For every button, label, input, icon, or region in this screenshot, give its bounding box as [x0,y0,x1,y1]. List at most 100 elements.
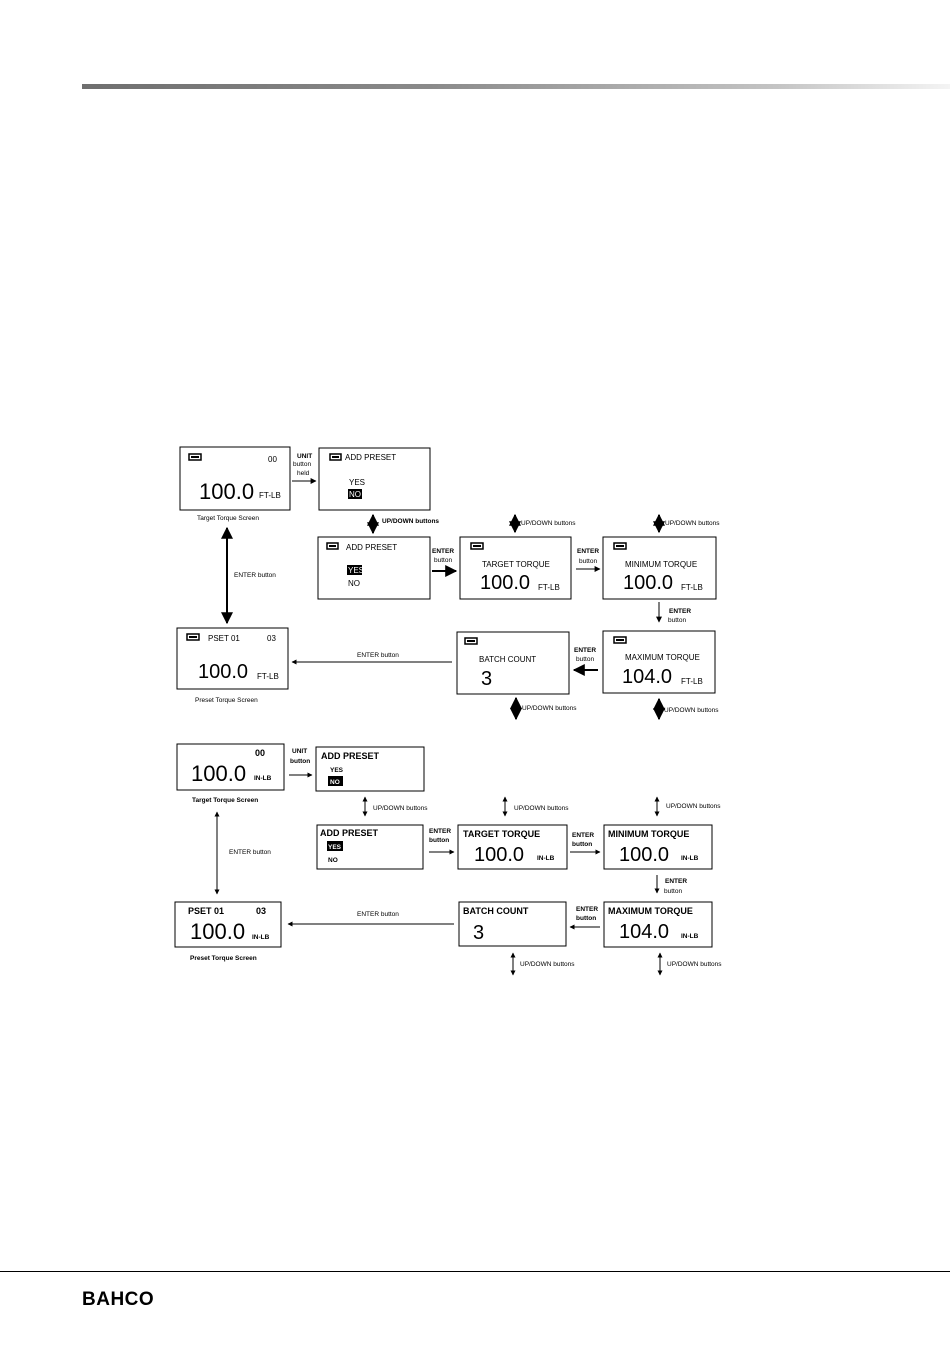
d1-tt-unit: FT-LB [538,583,560,592]
d2-updown-4: UP/DOWN buttons [667,961,722,968]
d2-batch-value: 3 [473,922,484,944]
d1-unit-label-2: button [293,461,311,468]
d1-updown-5: UP/DOWN buttons [522,705,577,712]
d2-enter1-b: button [429,837,449,844]
d1-min-value: 100.0 [623,572,673,594]
d1-add-preset-no-screen: ADD PRESET YES NO [318,447,431,511]
d1-enter4-b: button [576,656,594,663]
d2-add-yes-no: NO [328,857,338,864]
d1-preset-caption: Preset Torque Screen [195,697,258,704]
d2-enter-vert: ENTER button [229,849,271,856]
d2-enter4-b: button [576,915,596,922]
d2-target-caption: Target Torque Screen [192,797,258,804]
d2-updown-2: UP/DOWN buttons [514,805,569,812]
d1-preset-name: PSET 01 [208,634,240,643]
d2-max-unit: IN-LB [681,933,699,940]
d2-target-value: 100.0 [191,761,246,786]
d1-add-yes-yes: YES [348,566,364,575]
d2-target-counter: 00 [255,748,265,758]
d2-target-unit: IN-LB [254,775,272,782]
d2-batch-count-screen: BATCH COUNT 3 [458,901,567,947]
d1-add-no-no: NO [349,490,361,499]
d1-unit-label-1: UNIT [297,453,312,460]
d2-target-screen: 00 100.0 IN-LB [176,743,285,791]
d1-target-caption: Target Torque Screen [197,515,259,522]
d2-minimum-torque-screen: MINIMUM TORQUE 100.0 IN-LB [603,824,713,870]
d1-target-unit: FT-LB [259,491,281,500]
d1-maximum-torque-screen: MAXIMUM TORQUE 104.0 FT-LB [602,630,716,694]
d1-enter3-a: ENTER [669,608,691,615]
d2-add-preset-no-screen: ADD PRESET YES NO [315,746,425,792]
diagram-ft-lb: 00 100.0 FT-LB Target Torque Screen UNIT… [176,446,720,721]
d1-target-torque-screen: TARGET TORQUE 100.0 FT-LB [459,536,572,600]
d2-unit-a: UNIT [292,748,307,755]
d1-batch-count-screen: BATCH COUNT 3 [456,631,570,695]
d2-preset-screen: PSET 01 03 100.0 IN-LB [174,901,282,948]
d1-add-yes-no: NO [348,579,360,588]
d2-preset-counter: 03 [256,906,266,916]
d1-enter1-a: ENTER [432,548,454,555]
d2-max-value: 104.0 [619,921,669,943]
bahco-logo: BAHCO [82,1289,155,1310]
d2-tt-unit: IN-LB [537,855,555,862]
d2-tt-value: 100.0 [474,844,524,866]
d2-add-no-no: NO [330,779,340,786]
footer-rule [0,1271,950,1272]
d2-min-title: MINIMUM TORQUE [608,829,689,839]
d2-add-preset-yes-screen: ADD PRESET YES NO [316,824,424,870]
d2-add-yes-yes: YES [328,844,342,851]
d1-preset-counter: 03 [267,634,276,643]
d1-batch-title: BATCH COUNT [479,655,536,664]
d2-preset-unit: IN-LB [252,934,270,941]
d2-add-no-title: ADD PRESET [321,751,380,761]
d1-add-yes-title: ADD PRESET [346,543,397,552]
d1-updown-1: UP/DOWN buttons [382,518,439,525]
d2-target-torque-screen: TARGET TORQUE 100.0 IN-LB [457,824,568,870]
d1-add-no-yes: YES [349,478,365,487]
d1-add-no-title: ADD PRESET [345,453,396,462]
d1-target-screen: 00 100.0 FT-LB [179,446,291,511]
d1-unit-label-3: held [297,470,310,477]
d2-add-no-yes: YES [330,767,344,774]
d2-preset-caption: Preset Torque Screen [190,955,257,962]
d1-preset-screen: PSET 01 03 100.0 FT-LB [176,627,289,690]
d1-max-value: 104.0 [622,666,672,688]
d2-updown-1: UP/DOWN buttons [373,805,428,812]
d2-unit-b: button [290,758,310,765]
d1-max-title: MAXIMUM TORQUE [625,653,700,662]
d1-enter-vert: ENTER button [234,572,276,579]
header-rule [82,84,950,89]
d1-tt-title: TARGET TORQUE [482,560,550,569]
d2-preset-value: 100.0 [190,919,245,944]
d1-min-unit: FT-LB [681,583,703,592]
d1-minimum-torque-screen: MINIMUM TORQUE 100.0 FT-LB [602,536,717,600]
d2-enter2-a: ENTER [572,832,594,839]
d2-batch-title: BATCH COUNT [463,906,529,916]
d2-max-title: MAXIMUM TORQUE [608,906,693,916]
d2-enter3-b: button [664,888,682,895]
d2-enter-long: ENTER button [357,911,399,918]
diagram-in-lb: 00 100.0 IN-LB Target Torque Screen UNIT… [174,743,722,976]
d1-tt-value: 100.0 [480,572,530,594]
d1-preset-unit: FT-LB [257,672,279,681]
d1-batch-value: 3 [481,668,492,690]
d1-target-value: 100.0 [199,479,254,504]
d1-min-title: MINIMUM TORQUE [625,560,697,569]
d2-maximum-torque-screen: MAXIMUM TORQUE 104.0 IN-LB [603,901,713,948]
d2-min-value: 100.0 [619,844,669,866]
d1-updown-3: UP/DOWN buttons [665,520,720,527]
d2-updown-3: UP/DOWN buttons [666,803,721,810]
d1-target-counter: 00 [268,455,277,464]
d1-enter3-b: button [668,617,686,624]
d2-enter1-a: ENTER [429,828,451,835]
d1-enter1-b: button [434,557,452,564]
d1-enter2-b: button [579,558,597,565]
d2-enter3-a: ENTER [665,878,687,885]
d1-enter2-a: ENTER [577,548,599,555]
d1-max-unit: FT-LB [681,677,703,686]
d2-tt-title: TARGET TORQUE [463,829,540,839]
d1-enter-long: ENTER button [357,652,399,659]
d2-add-yes-title: ADD PRESET [320,828,379,838]
d1-add-preset-yes-screen: ADD PRESET YES NO [317,536,431,600]
